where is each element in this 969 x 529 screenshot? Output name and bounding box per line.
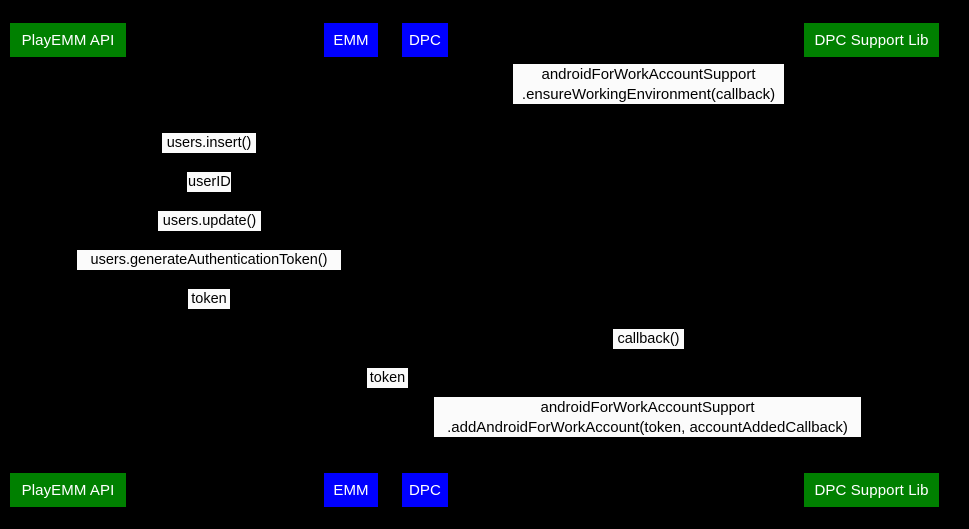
message-arrow-callback bbox=[425, 349, 871, 350]
participant-label: EMM bbox=[333, 31, 369, 49]
message-arrow-users-update bbox=[68, 231, 351, 232]
lifeline-dpc-support-lib bbox=[871, 57, 872, 473]
message-label-token-to-emm: token bbox=[188, 289, 230, 309]
message-arrow-token-to-dpc bbox=[351, 388, 425, 389]
message-label-ensure-working-environment: androidForWorkAccountSupport .ensureWork… bbox=[513, 64, 784, 104]
participant-label: DPC Support Lib bbox=[814, 31, 929, 49]
message-arrow-token-to-emm bbox=[68, 309, 351, 310]
message-label-users-insert: users.insert() bbox=[162, 133, 256, 153]
participant-playemm-api-bottom[interactable]: PlayEMM API bbox=[10, 473, 126, 507]
message-label-users-update: users.update() bbox=[158, 211, 261, 231]
message-label-add-android-for-work-account: androidForWorkAccountSupport .addAndroid… bbox=[434, 397, 861, 437]
participant-label: DPC bbox=[409, 31, 441, 49]
participant-dpc-support-lib-top[interactable]: DPC Support Lib bbox=[804, 23, 939, 57]
message-arrow-add-android-for-work-account bbox=[425, 437, 871, 438]
lifeline-emm bbox=[351, 57, 352, 473]
lifeline-playemm-api bbox=[68, 57, 69, 473]
participant-dpc-bottom[interactable]: DPC bbox=[402, 473, 448, 507]
participant-label: DPC Support Lib bbox=[814, 481, 929, 499]
message-label-users-generate-authentication-token: users.generateAuthenticationToken() bbox=[77, 250, 341, 270]
message-label-user-id: userID bbox=[187, 172, 231, 192]
message-arrow-users-insert bbox=[68, 153, 351, 154]
message-arrow-users-generate-authentication-token bbox=[68, 270, 351, 271]
participant-emm-bottom[interactable]: EMM bbox=[324, 473, 378, 507]
participant-emm-top[interactable]: EMM bbox=[324, 23, 378, 57]
message-label-callback: callback() bbox=[613, 329, 684, 349]
message-arrow-ensure-working-environment bbox=[425, 104, 871, 105]
participant-label: PlayEMM API bbox=[21, 31, 115, 49]
participant-label: EMM bbox=[333, 481, 369, 499]
participant-playemm-api-top[interactable]: PlayEMM API bbox=[10, 23, 126, 57]
participant-dpc-top[interactable]: DPC bbox=[402, 23, 448, 57]
message-label-token-to-dpc: token bbox=[367, 368, 408, 388]
lifeline-dpc bbox=[425, 57, 426, 473]
participant-label: PlayEMM API bbox=[21, 481, 115, 499]
participant-dpc-support-lib-bottom[interactable]: DPC Support Lib bbox=[804, 473, 939, 507]
message-arrow-user-id bbox=[68, 192, 351, 193]
participant-label: DPC bbox=[409, 481, 441, 499]
